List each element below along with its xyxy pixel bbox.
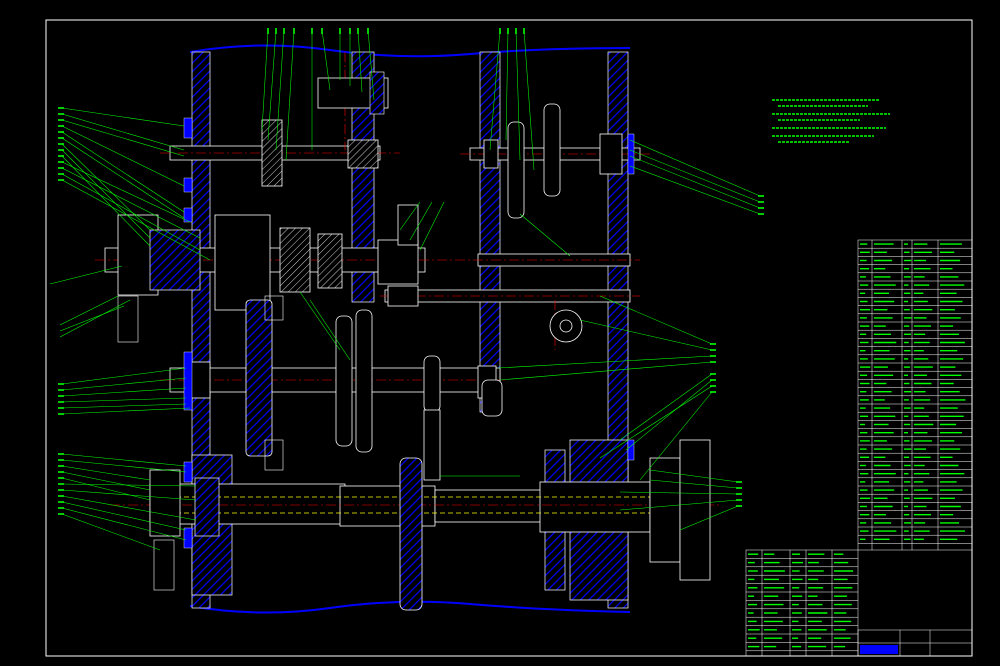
output-left-cap bbox=[194, 477, 220, 537]
upper-right-end bbox=[599, 133, 623, 175]
intermediate-gear-4 bbox=[423, 355, 441, 413]
top-bearing-cap bbox=[369, 71, 385, 115]
balloon-ticks bbox=[58, 28, 764, 515]
leader-lines bbox=[49, 29, 761, 551]
upper-right-bearing bbox=[483, 139, 499, 169]
intermediate-bearing-left bbox=[189, 361, 211, 399]
gears bbox=[117, 71, 711, 611]
output-shaft-seg4 bbox=[539, 481, 651, 533]
shift-rod bbox=[423, 409, 441, 481]
clutch-discs-2 bbox=[317, 233, 343, 289]
parts-list-table bbox=[857, 239, 973, 551]
title-block bbox=[857, 629, 973, 657]
upper-sliding-gear bbox=[347, 139, 379, 169]
mounting-feet bbox=[117, 295, 284, 591]
right-lower-gear bbox=[481, 379, 503, 417]
upper-right-gear-2 bbox=[543, 103, 561, 197]
intermediate-gear-2 bbox=[335, 315, 353, 447]
fasteners bbox=[183, 117, 635, 549]
left-inner-wall bbox=[351, 51, 375, 303]
top-break-line bbox=[189, 44, 631, 58]
lever-sleeve bbox=[387, 285, 419, 307]
shift-fork-block bbox=[397, 204, 419, 246]
intermediate-gear-3 bbox=[355, 309, 373, 453]
output-shaft-seg3 bbox=[434, 489, 546, 523]
selector-cam-hub bbox=[559, 319, 573, 333]
intermediate-gear-1 bbox=[245, 299, 273, 457]
synchro-hub bbox=[377, 239, 419, 285]
clutch-discs bbox=[279, 227, 311, 293]
technical-requirements bbox=[772, 99, 890, 143]
right-inner-wall bbox=[479, 51, 501, 413]
input-bearing-housing bbox=[149, 229, 201, 291]
drawing-frame bbox=[45, 19, 973, 657]
clutch-body bbox=[214, 214, 271, 311]
upper-right-gear-1 bbox=[507, 121, 525, 219]
output-left-bearing bbox=[149, 469, 181, 537]
output-right-flange bbox=[649, 457, 681, 563]
output-gear bbox=[399, 457, 423, 611]
parts-list-table-lower bbox=[745, 549, 859, 657]
upper-gear bbox=[261, 119, 283, 187]
output-right-cover bbox=[679, 439, 711, 581]
